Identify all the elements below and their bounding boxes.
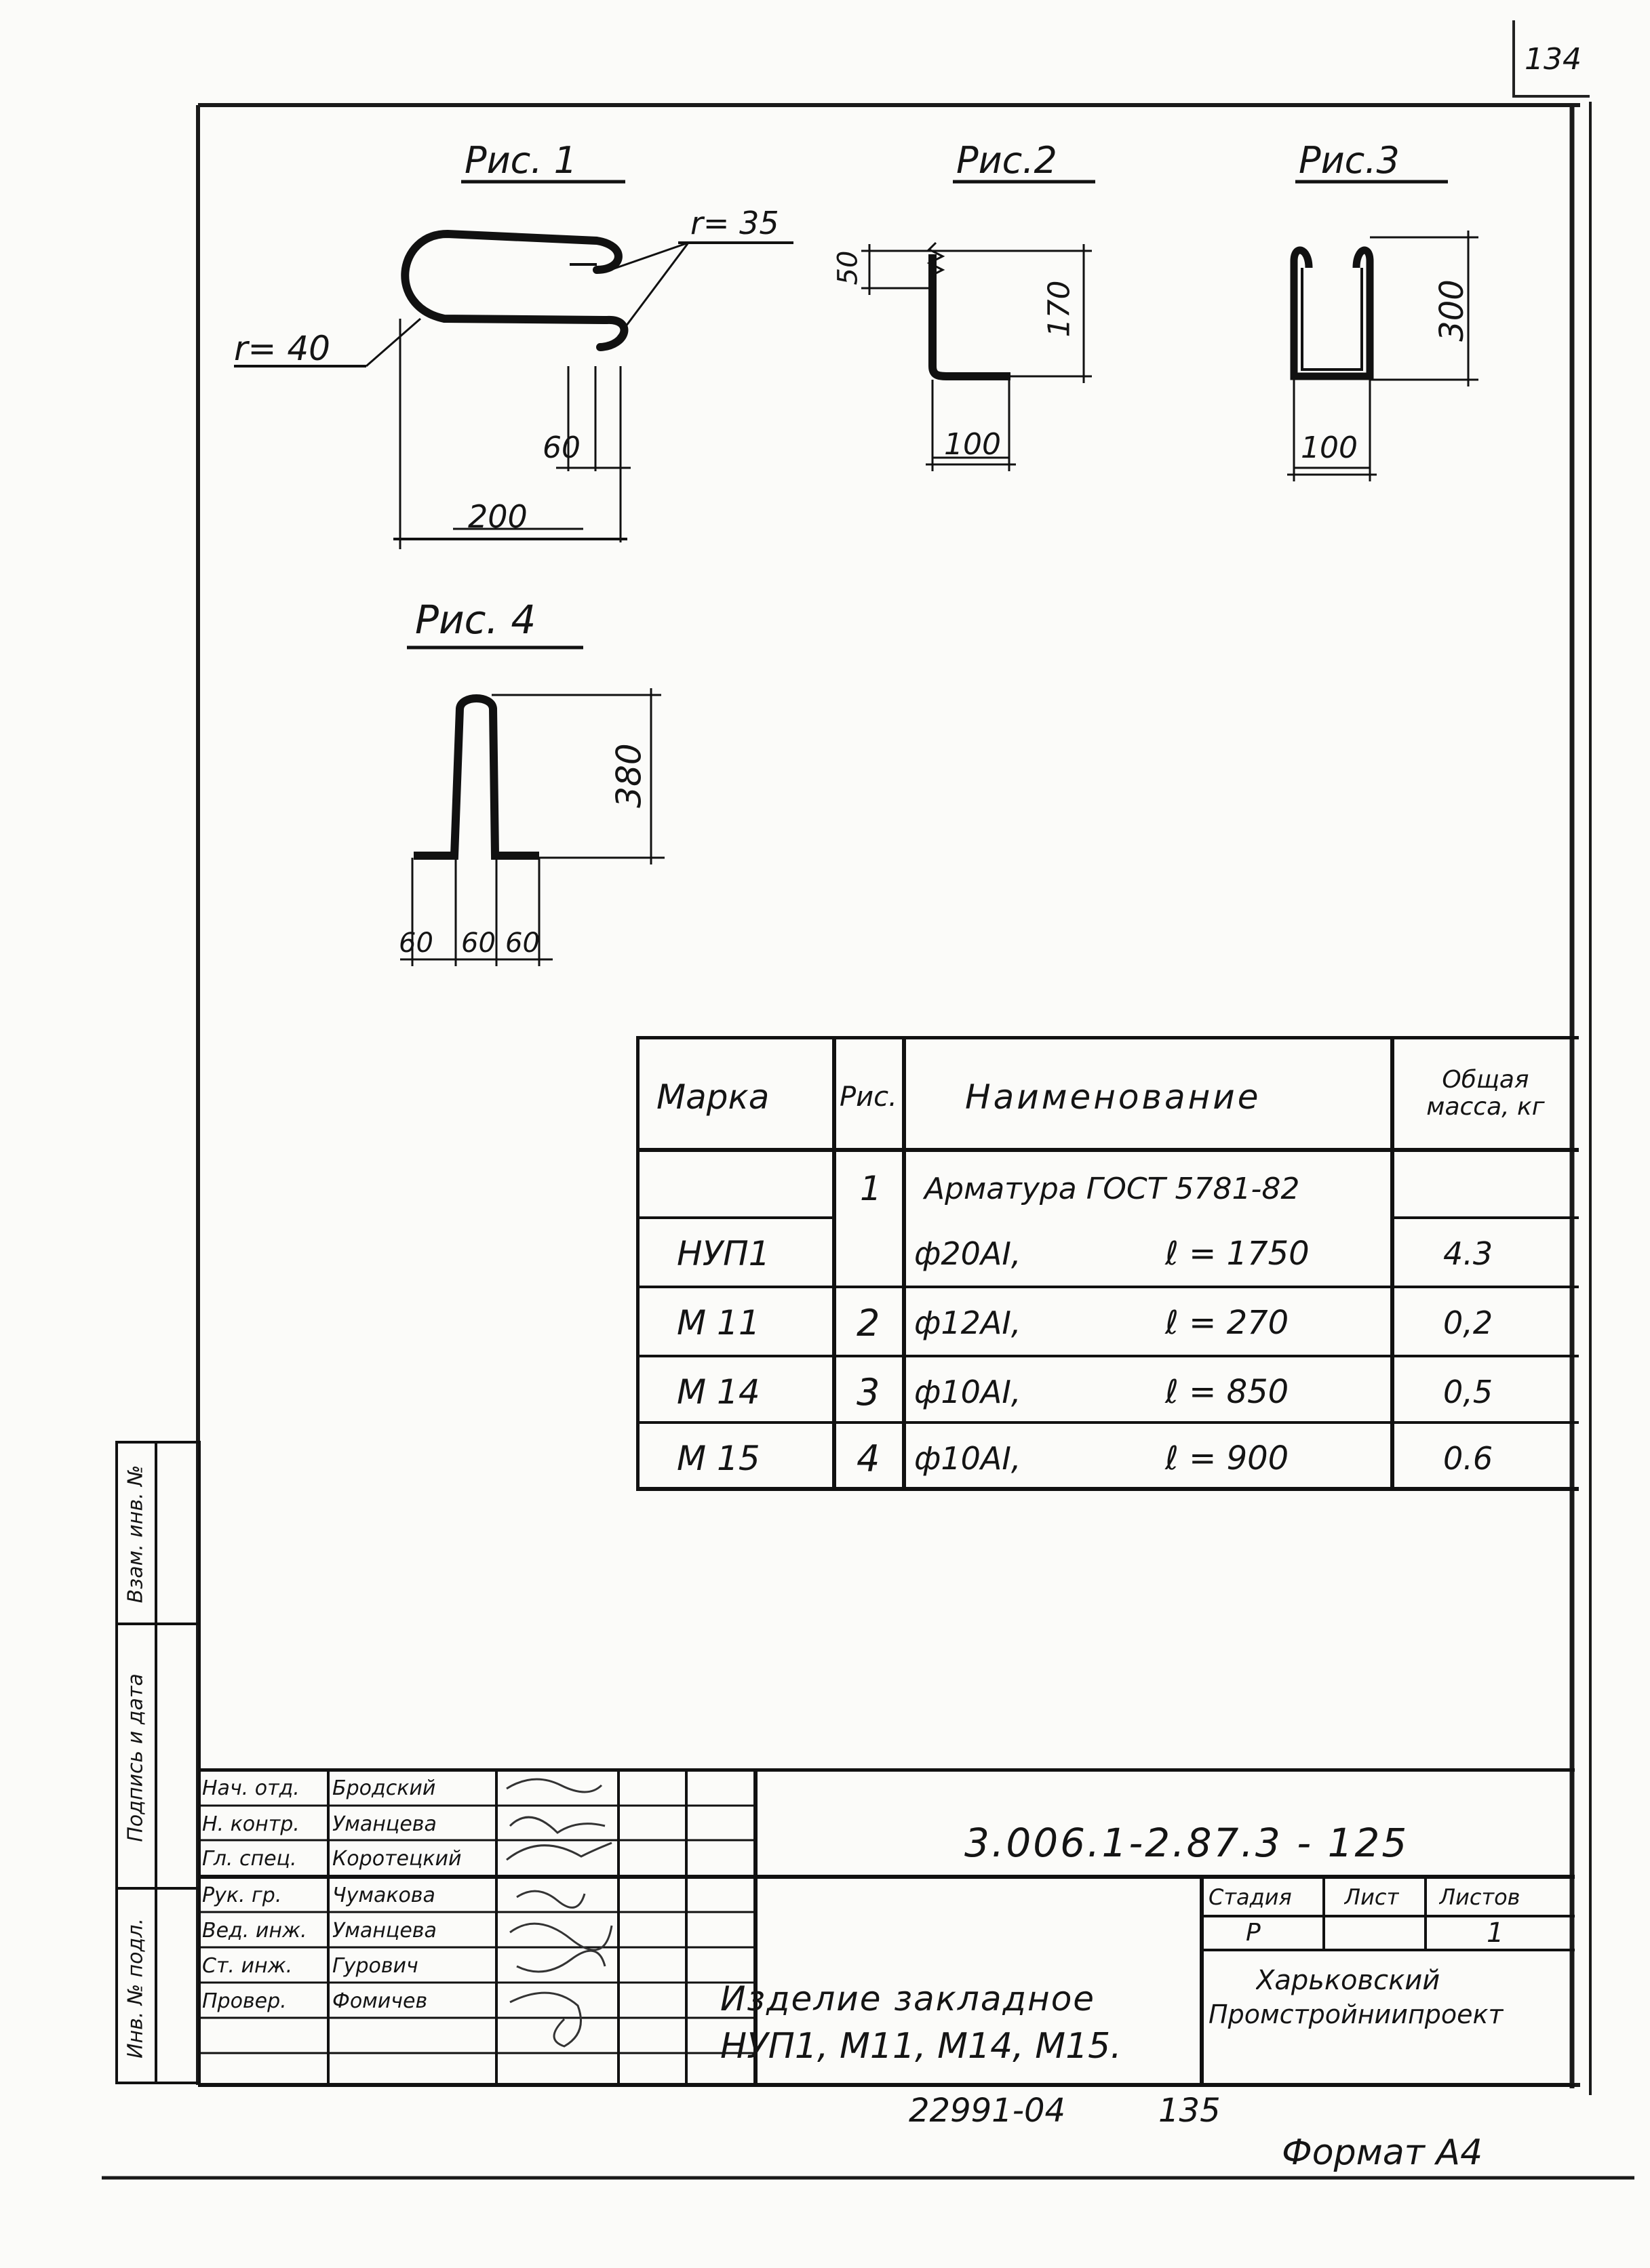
fig2-width: 100 xyxy=(944,427,1001,462)
spec-row-mark: М 14 xyxy=(677,1372,760,1412)
fig1-gap: 60 xyxy=(543,431,581,465)
spec-row-fig: 3 xyxy=(857,1370,880,1414)
spec-row-bar: ф10АI, xyxy=(914,1440,1021,1477)
figure-4 xyxy=(400,645,665,966)
figure-1 xyxy=(234,180,793,549)
signature-role: Н. контр. xyxy=(202,1812,300,1836)
fig4-caption: Рис. 4 xyxy=(415,597,536,643)
fig1-r-small: r= 35 xyxy=(690,205,779,241)
side-stamp: Инв. № подл. Подпись и дата Взам. инв. № xyxy=(115,1441,202,2085)
signature-role: Вед. инж. xyxy=(202,1918,307,1943)
doc-title-line2: НУП1, М11, М14, М15. xyxy=(720,2026,1122,2067)
doc-code: 3.006.1-2.87.3 - 125 xyxy=(964,1820,1409,1866)
signature-name: Уманцева xyxy=(332,1918,437,1943)
signature-role: Провер. xyxy=(202,1989,287,2013)
fig4-mid: 60 xyxy=(461,928,496,959)
page-number-box xyxy=(1512,20,1590,98)
archive-page: 135 xyxy=(1158,2092,1221,2130)
fig2-caption: Рис.2 xyxy=(956,139,1057,182)
signature-name: Коротецкий xyxy=(332,1846,462,1871)
signature-role: Ст. инж. xyxy=(202,1953,293,1978)
signature-name: Чумакова xyxy=(332,1883,435,1907)
spec-header-fig: Рис. xyxy=(840,1081,897,1113)
spec-row-mass: 4.3 xyxy=(1443,1235,1493,1272)
fig3-caption: Рис.3 xyxy=(1299,139,1400,182)
side-stamp-inv: Инв. № подл. xyxy=(123,1918,148,2058)
side-stamp-sign: Подпись и дата xyxy=(123,1673,148,1842)
fig1-r-large: r= 40 xyxy=(234,329,330,368)
archive-code: 22991-04 xyxy=(909,2092,1066,2130)
spec-header-name: Наименование xyxy=(965,1077,1261,1117)
spec-table: Марка Рис. Наименование Общая масса, кг … xyxy=(636,1036,1579,1492)
side-stamp-grid xyxy=(115,1441,201,2084)
format-label: Формат А4 xyxy=(1282,2132,1483,2173)
spec-row-fig: 4 xyxy=(857,1437,880,1480)
signature-name: Бродский xyxy=(332,1776,436,1800)
spec-header-mark: Марка xyxy=(656,1077,770,1117)
fig4-right: 60 xyxy=(505,928,540,959)
fig3-height: 300 xyxy=(1432,279,1471,342)
sheets-label: Листов xyxy=(1439,1884,1520,1910)
spec-material-name: Арматура ГОСТ 5781-82 xyxy=(924,1171,1300,1206)
sheet-label: Лист xyxy=(1344,1884,1400,1910)
spec-row-mass: 0,2 xyxy=(1443,1305,1493,1341)
spec-row-mark: НУП1 xyxy=(677,1234,770,1273)
figure-3 xyxy=(1287,180,1478,481)
fig4-left: 60 xyxy=(399,928,433,959)
spec-row-mark: М 11 xyxy=(677,1303,760,1342)
spec-row-bar: ф10АI, xyxy=(914,1374,1021,1410)
fig2-top: 50 xyxy=(832,250,864,285)
spec-row-length: ℓ = 900 xyxy=(1165,1439,1289,1477)
stage-label: Стадия xyxy=(1209,1884,1292,1910)
signature-name: Фомичев xyxy=(332,1989,428,2013)
spec-row-mass: 0.6 xyxy=(1443,1440,1493,1477)
fig1-caption: Рис. 1 xyxy=(465,139,578,182)
spec-row-bar: ф12АI, xyxy=(914,1305,1021,1341)
spec-material-fig: 1 xyxy=(860,1169,882,1208)
signature-role: Гл. спец. xyxy=(202,1846,297,1871)
spec-table-grid xyxy=(636,1036,1579,1491)
page-number: 134 xyxy=(1525,42,1582,77)
org-line2: Промстройниипроект xyxy=(1209,1999,1504,2029)
spec-row-fig: 2 xyxy=(857,1301,880,1345)
title-block-grid xyxy=(198,1768,1575,2087)
spec-row-length: ℓ = 1750 xyxy=(1165,1235,1310,1273)
spec-header-mass: Общая масса, кг xyxy=(1426,1066,1545,1121)
figure-2 xyxy=(861,180,1095,471)
sheets-value: 1 xyxy=(1487,1917,1504,1948)
spec-row-mark: М 15 xyxy=(677,1439,760,1478)
stage-value: Р xyxy=(1246,1919,1261,1947)
spec-row-length: ℓ = 850 xyxy=(1165,1373,1289,1411)
fig4-height: 380 xyxy=(609,743,649,808)
signature-name: Гурович xyxy=(332,1953,418,1978)
signature-role: Нач. отд. xyxy=(202,1776,300,1800)
signature-role: Рук. гр. xyxy=(202,1883,282,1907)
signature-name: Уманцева xyxy=(332,1812,437,1836)
spec-row-bar: ф20АI, xyxy=(914,1235,1021,1272)
org-line1: Харьковский xyxy=(1256,1964,1440,1996)
spec-row-mass: 0,5 xyxy=(1443,1374,1493,1410)
fig3-width: 100 xyxy=(1301,431,1358,465)
fig2-height: 170 xyxy=(1042,280,1077,338)
doc-title-line1: Изделие закладное xyxy=(720,1979,1096,2018)
signature-scribbles xyxy=(506,1778,613,2048)
fig1-length: 200 xyxy=(468,498,528,535)
spec-row-length: ℓ = 270 xyxy=(1165,1304,1289,1342)
side-stamp-replace: Взам. инв. № xyxy=(123,1465,148,1604)
